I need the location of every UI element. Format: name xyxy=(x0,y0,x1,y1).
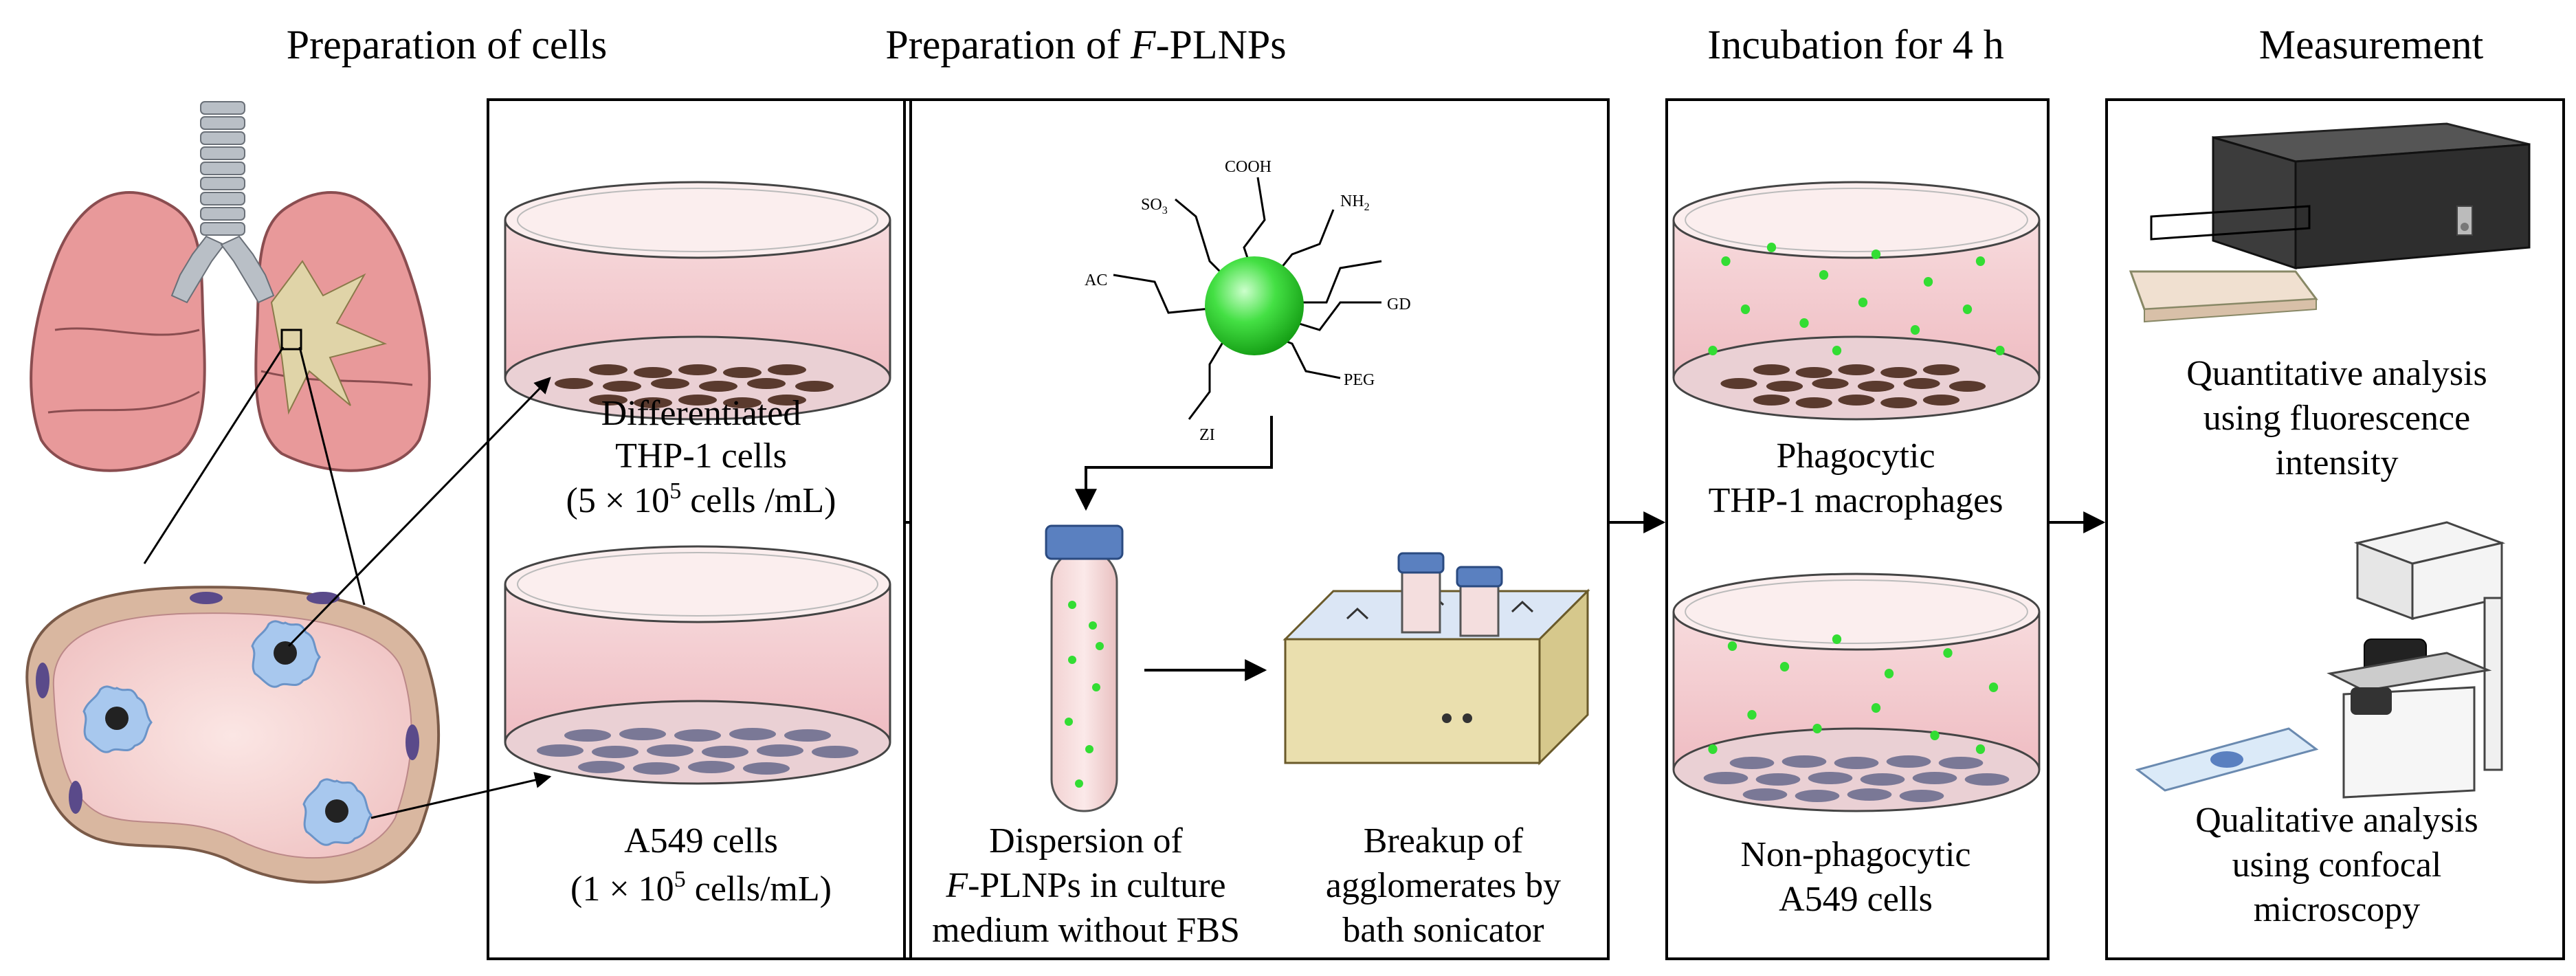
group-zi: ZI xyxy=(1199,426,1215,444)
thp1-label-line2: THP-1 cells xyxy=(615,436,787,476)
group-peg: PEG xyxy=(1344,371,1375,389)
phagocytic-label-line2: THP-1 macrophages xyxy=(1709,481,2003,520)
group-gd: GD xyxy=(1387,296,1411,313)
dispersion-label-line2: F-PLNPs in culture xyxy=(945,866,1225,905)
dispersion-tube xyxy=(1045,524,1124,812)
arrow-nanoparticle-to-tube xyxy=(1075,416,1273,511)
breakup-label-line3: bath sonicator xyxy=(1342,911,1544,950)
panel-incubation xyxy=(1665,98,2050,960)
panel-measurement xyxy=(2105,98,2565,960)
quantitative-label-line3: intensity xyxy=(2275,443,2398,483)
panel-cells xyxy=(487,98,912,960)
dispersion-label-line3: medium without FBS xyxy=(932,911,1240,950)
zoom-region-box xyxy=(280,329,302,351)
group-nh2: NH2 xyxy=(1340,192,1370,213)
confocal-microscope xyxy=(2327,521,2506,799)
microscope-slide xyxy=(2135,727,2319,792)
breakup-label-line1: Breakup of xyxy=(1364,821,1524,861)
incubation-thp1-dish xyxy=(1672,181,2041,421)
nanoparticle-core xyxy=(1205,256,1304,355)
group-ac: AC xyxy=(1085,271,1107,289)
qualitative-label-line2: using confocal xyxy=(2232,845,2442,885)
zoom-line-right xyxy=(298,346,366,606)
thp1-label-line1: Differentiated xyxy=(601,394,801,433)
heading-preparation-of-f-plnps: Preparation of F-PLNPs xyxy=(885,22,1286,67)
quantitative-label-line2: using fluorescence xyxy=(2203,399,2470,438)
panel-plnps xyxy=(903,98,1610,960)
dispersion-label-line1: Dispersion of xyxy=(989,821,1183,861)
bath-sonicator xyxy=(1283,552,1590,766)
a549-dish xyxy=(504,545,891,785)
arrow-macrophage-to-thp1 xyxy=(287,377,551,647)
thp1-dish xyxy=(504,181,891,421)
thp1-concentration: (5 × 105 cells /mL) xyxy=(566,478,836,520)
nonphagocytic-label-line2: A549 cells xyxy=(1779,880,1933,919)
a549-concentration: (1 × 105 cells/mL) xyxy=(570,867,832,909)
incubation-a549-dish xyxy=(1672,573,2041,812)
heading-measurement: Measurement xyxy=(2259,22,2484,67)
heading-preparation-of-cells: Preparation of cells xyxy=(287,22,608,67)
qualitative-label-line3: microscopy xyxy=(2254,890,2421,929)
heading-incubation: Incubation for 4 h xyxy=(1707,22,2004,67)
group-cooh: COOH xyxy=(1225,158,1272,176)
quantitative-label-line1: Quantitative analysis xyxy=(2186,354,2487,393)
zoom-line-left xyxy=(143,346,285,564)
nonphagocytic-label-line1: Non-phagocytic xyxy=(1740,835,1970,874)
plate-reader xyxy=(2129,122,2531,323)
group-so3: SO3 xyxy=(1141,196,1168,217)
qualitative-label-line1: Qualitative analysis xyxy=(2195,801,2478,840)
lungs-illustration xyxy=(30,101,431,472)
phagocytic-label-line1: Phagocytic xyxy=(1776,436,1935,476)
a549-label: A549 cells xyxy=(624,821,778,861)
arrow-epithelium-to-a549 xyxy=(370,772,552,819)
breakup-label-line2: agglomerates by xyxy=(1326,866,1561,905)
alveolus-illustration xyxy=(25,586,441,884)
